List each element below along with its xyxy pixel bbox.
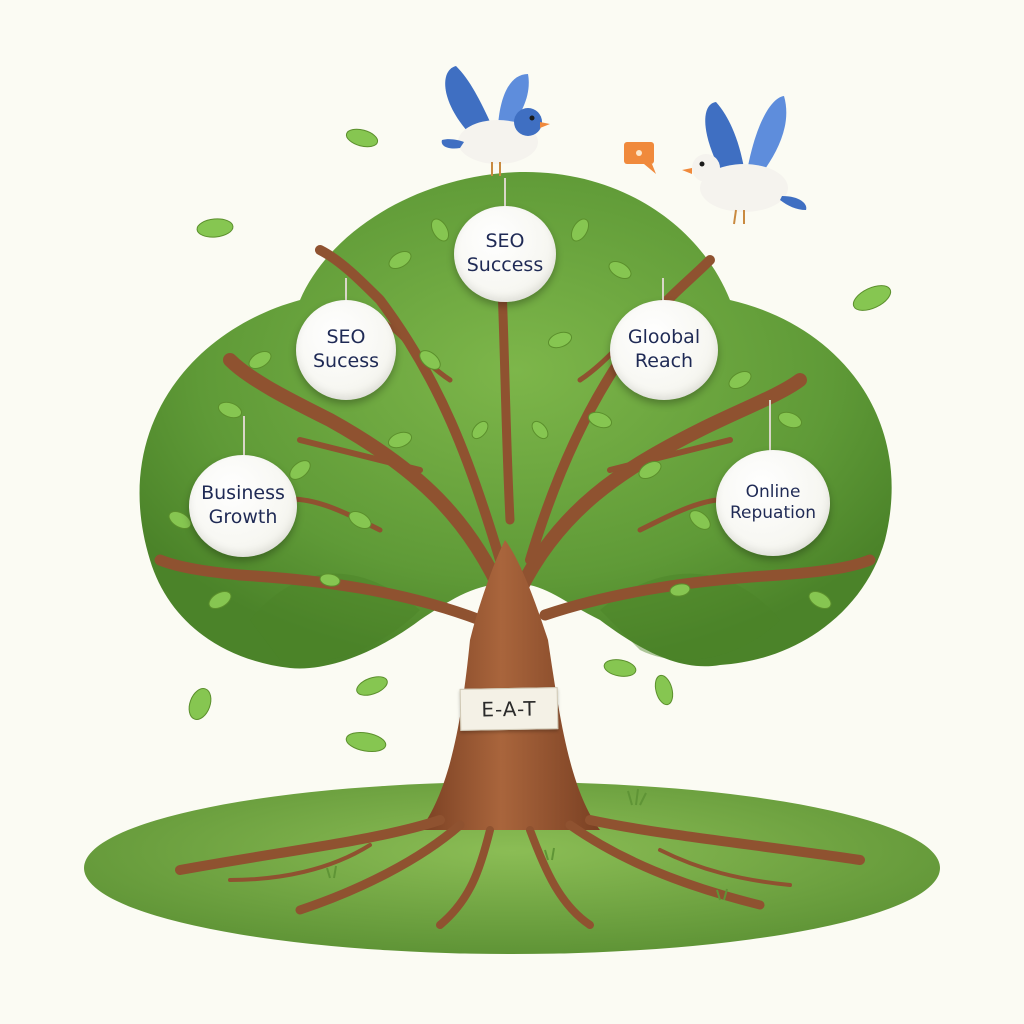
- trunk-label-band: E-A-T: [459, 687, 559, 731]
- ornament-seo-sucess-left: SEO Sucess: [296, 300, 396, 400]
- ornament-seo-success-top: SEO Success: [454, 206, 556, 302]
- falling-leaves: [188, 128, 892, 753]
- tree-roots: [175, 815, 865, 929]
- bird-right: [682, 96, 807, 225]
- ornament-online-reputation: Online Repuation: [716, 450, 830, 556]
- ornament-global-reach: Gloobal Reach: [610, 300, 718, 400]
- tree-trunk: [420, 540, 600, 830]
- ornament-business-growth: Business Growth: [189, 455, 297, 557]
- ornament-label: Gloobal Reach: [627, 326, 701, 372]
- ornament-strings: [243, 178, 771, 456]
- grass-tufts: [326, 788, 728, 901]
- bird-left: [441, 66, 550, 176]
- trunk-label: E-A-T: [481, 696, 537, 722]
- ornament-label: SEO Sucess: [312, 326, 380, 372]
- ornament-label: Online Repuation: [729, 481, 817, 523]
- ornament-label: Business Growth: [201, 482, 285, 528]
- ornament-label: SEO Success: [466, 230, 544, 276]
- speech-bubble-icon: [624, 142, 656, 174]
- canopy-leaves: [168, 218, 832, 610]
